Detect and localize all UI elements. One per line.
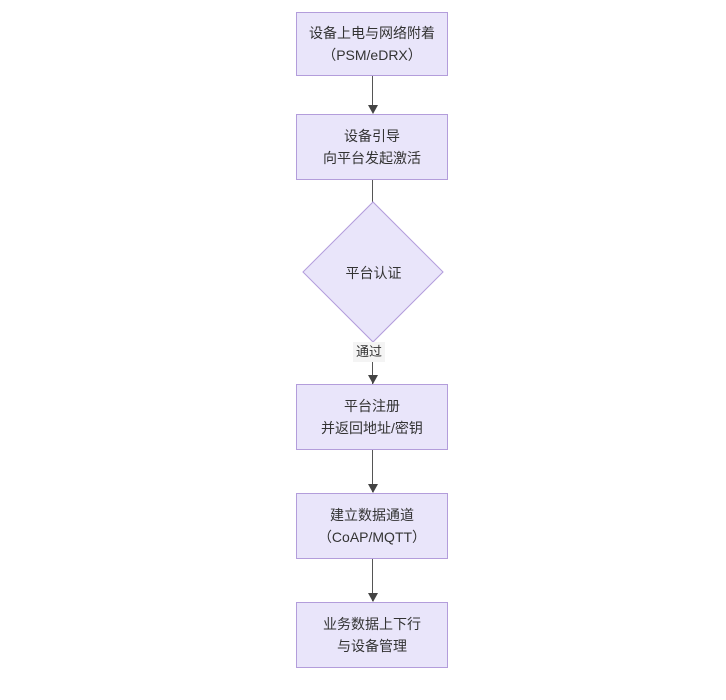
node-business-data[interactable]: 业务数据上下行 与设备管理 — [296, 602, 448, 668]
node-bootstrap-line2: 向平台发起激活 — [323, 150, 421, 166]
arrowhead-icon-4 — [367, 484, 378, 493]
node-data-channel-line1: 建立数据通道 — [330, 507, 414, 523]
node-data-channel[interactable]: 建立数据通道 （CoAP/MQTT） — [296, 493, 448, 559]
node-business-data-line2: 与设备管理 — [337, 638, 407, 654]
node-bootstrap[interactable]: 设备引导 向平台发起激活 — [296, 114, 448, 180]
connector-bootstrap-to-auth — [372, 180, 373, 216]
node-bootstrap-line1: 设备引导 — [344, 128, 400, 144]
connector-power-on-to-bootstrap — [372, 76, 373, 106]
connector-channel-to-business — [372, 559, 373, 601]
arrowhead-icon-3 — [367, 375, 378, 384]
arrowhead-icon-1 — [367, 105, 378, 114]
node-platform-register[interactable]: 平台注册 并返回地址/密钥 — [296, 384, 448, 450]
node-platform-auth[interactable] — [301, 200, 444, 343]
node-business-data-line1: 业务数据上下行 — [323, 616, 421, 632]
connector-register-to-channel — [372, 450, 373, 492]
node-platform-register-line1: 平台注册 — [344, 398, 400, 414]
node-data-channel-line2: （CoAP/MQTT） — [317, 529, 427, 545]
node-platform-register-line2: 并返回地址/密钥 — [321, 420, 423, 436]
edge-label-pass: 通过 — [353, 342, 386, 362]
node-power-on[interactable]: 设备上电与网络附着 （PSM/eDRX） — [296, 12, 448, 76]
node-power-on-line1: 设备上电与网络附着 — [309, 25, 435, 41]
node-power-on-line2: （PSM/eDRX） — [322, 47, 422, 63]
arrowhead-icon-5 — [367, 593, 378, 602]
